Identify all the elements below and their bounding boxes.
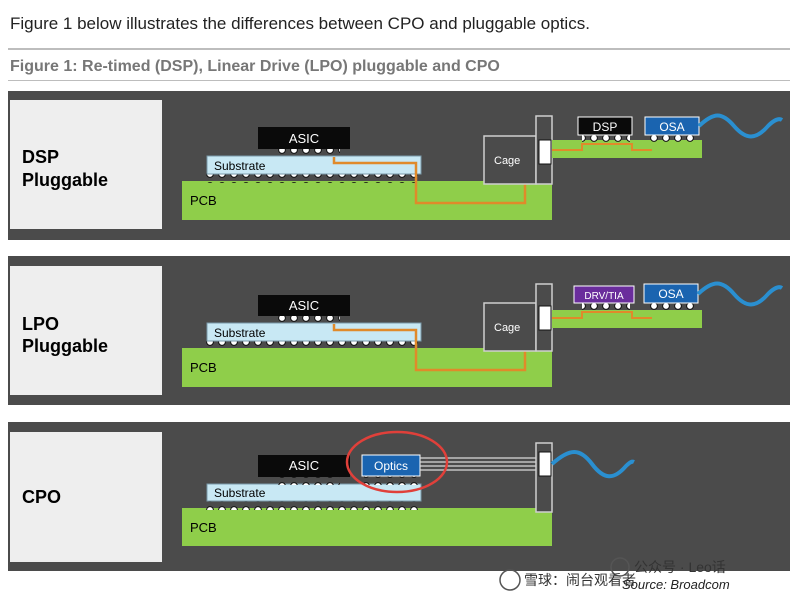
substrate-label: Substrate	[214, 159, 266, 173]
pcb	[182, 181, 552, 220]
cage-label: Cage	[494, 322, 520, 334]
substrate-label: Substrate	[214, 326, 266, 340]
fiber-cable	[696, 281, 784, 307]
watermarks: 公众号 · Leo话 Source: Broadcom 雪球：闹台观看者	[499, 557, 730, 592]
fiber-cable	[697, 113, 784, 139]
pcb-label: PCB	[190, 520, 217, 535]
site-watermark: 雪球：闹台观看者	[524, 572, 636, 588]
substrate-label: Substrate	[214, 486, 266, 500]
panel-label-line2: Pluggable	[22, 170, 108, 190]
asic-solder-bumps	[278, 315, 340, 324]
asic-label: ASIC	[289, 131, 319, 146]
asic-chip	[258, 295, 350, 316]
figure-top-rule	[8, 48, 790, 50]
asic-chip	[258, 455, 350, 477]
asic-label: ASIC	[289, 298, 319, 313]
connector	[538, 451, 552, 477]
wechat-icon	[610, 557, 630, 577]
connector	[538, 305, 552, 331]
panel-lpo-pluggable: LPO Pluggable PCB Substrate ASIC Cage DR…	[8, 256, 790, 405]
source-label: Source: Broadcom	[622, 577, 730, 592]
drv-tia-label: DRV/TIA	[584, 291, 624, 302]
cage	[483, 302, 537, 352]
fiber-cable	[550, 450, 635, 479]
substrate-solder-bumps	[202, 173, 422, 183]
panel-label-box	[10, 266, 162, 395]
module-chip	[577, 116, 633, 136]
osa-label: OSA	[658, 287, 683, 301]
module-chip-bumps	[582, 302, 630, 311]
osa-label: OSA	[659, 120, 684, 134]
figure-title: Figure 1: Re-timed (DSP), Linear Drive (…	[10, 58, 500, 75]
pcb	[182, 348, 552, 387]
osa-bumps	[648, 302, 696, 311]
substrate-solder-bumps	[202, 500, 422, 510]
module-board	[552, 310, 702, 328]
wechat-watermark: 公众号 · Leo话	[634, 559, 726, 575]
panel-label-line1: LPO	[22, 314, 59, 334]
snowball-icon	[499, 569, 521, 591]
asic-solder-bumps	[278, 148, 340, 157]
panel-dsp-pluggable: DSP Pluggable PCB Substrate ASIC Cage DS…	[8, 91, 790, 240]
panel-label-line2: Pluggable	[22, 336, 108, 356]
optics-bumps	[364, 476, 420, 485]
panel-label-box	[10, 100, 162, 229]
panel-label-box	[10, 432, 162, 562]
drv-tia-chip	[573, 285, 635, 304]
pcb-label: PCB	[190, 193, 217, 208]
asic-solder-bumps	[278, 476, 340, 485]
asic-label: ASIC	[289, 458, 319, 473]
intro-text: Figure 1 below illustrates the differenc…	[10, 14, 590, 33]
figure-title-rule	[8, 80, 790, 81]
cage-label: Cage	[494, 155, 520, 167]
module-trace	[552, 143, 652, 151]
panel-label-line1: CPO	[22, 487, 61, 507]
module-chip-bumps	[582, 134, 630, 143]
panel-cpo: CPO PCB Substrate ASIC Optics	[8, 422, 790, 571]
optics-highlight-circle	[345, 430, 449, 494]
connector	[538, 139, 552, 165]
asic-chip	[258, 127, 350, 149]
optics-label: Optics	[374, 459, 408, 473]
pcb	[182, 508, 552, 546]
optical-fiber-ribbon	[420, 457, 540, 471]
cage	[483, 135, 537, 185]
module-chip-label: DSP	[593, 120, 618, 134]
module-trace	[552, 311, 652, 319]
osa-bumps	[648, 134, 696, 143]
pcb-label: PCB	[190, 360, 217, 375]
substrate-solder-bumps	[202, 340, 422, 350]
panel-label-line1: DSP	[22, 147, 59, 167]
